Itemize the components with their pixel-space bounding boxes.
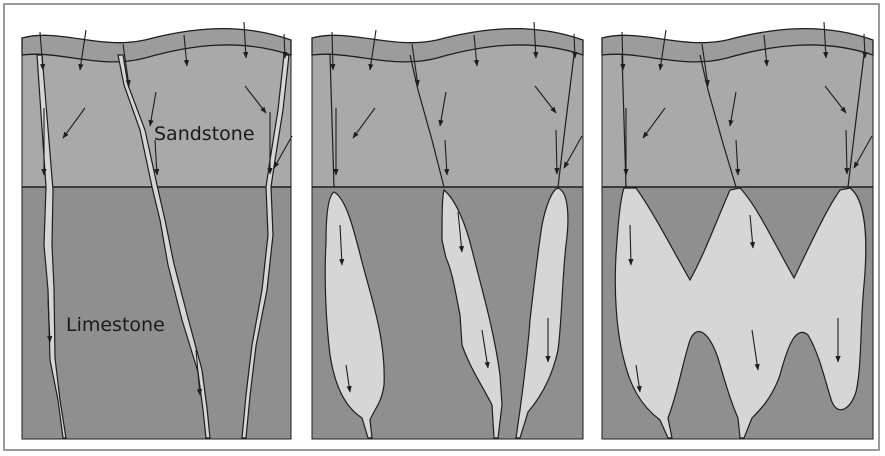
limestone-layer	[22, 187, 291, 439]
panel-1-fracture-stage: Sandstone Limestone	[22, 22, 292, 439]
label-limestone: Limestone	[66, 314, 165, 336]
panel-3-cavern-stage	[602, 22, 873, 439]
label-sandstone: Sandstone	[154, 123, 255, 145]
sandstone-layer	[312, 45, 583, 187]
panel-2-widening-stage	[312, 22, 583, 439]
